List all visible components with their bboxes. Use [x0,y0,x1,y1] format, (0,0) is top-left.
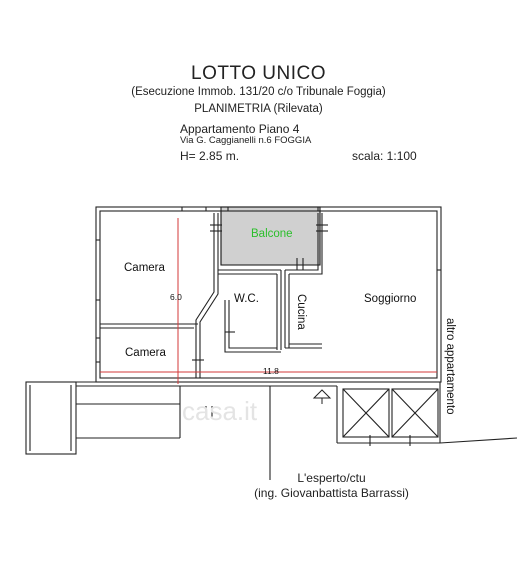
room-label-balcone: Balcone [251,228,293,240]
watermark-text: casa.it [182,396,258,426]
expert-label: L'esperto/ctu [297,471,366,485]
room-label-soggiorno: Soggiorno [364,293,416,305]
room-label-wc: W.C. [234,293,259,305]
stair-arrow-icon [312,389,332,399]
dimension-label-vertical: 6.0 [170,292,182,302]
opening-marks [96,207,441,363]
room-label-camera-top: Camera [124,262,166,274]
dimension-label-horizontal: 11.8 [263,366,279,376]
subtitle: (Esecuzione Immob. 131/20 c/o Tribunale … [131,86,386,98]
common-areas [25,381,517,480]
address-label: Via G. Caggianelli n.6 FOGGIA [180,135,312,146]
apartment-label: Appartamento Piano 4 [180,122,300,136]
page-title: LOTTO UNICO [191,63,326,84]
scale-label: scala: 1:100 [352,149,417,163]
interior-walls [100,210,323,378]
plan-caption: PLANIMETRIA (Rilevata) [194,103,323,115]
room-label-camera-bottom: Camera [125,347,167,359]
expert-name: (ing. Giovanbattista Barrassi) [254,486,409,500]
adjacent-apartment-label: altro appartamento [444,318,456,415]
height-label: H= 2.85 m. [180,149,240,163]
room-label-cucina: Cucina [295,294,307,330]
